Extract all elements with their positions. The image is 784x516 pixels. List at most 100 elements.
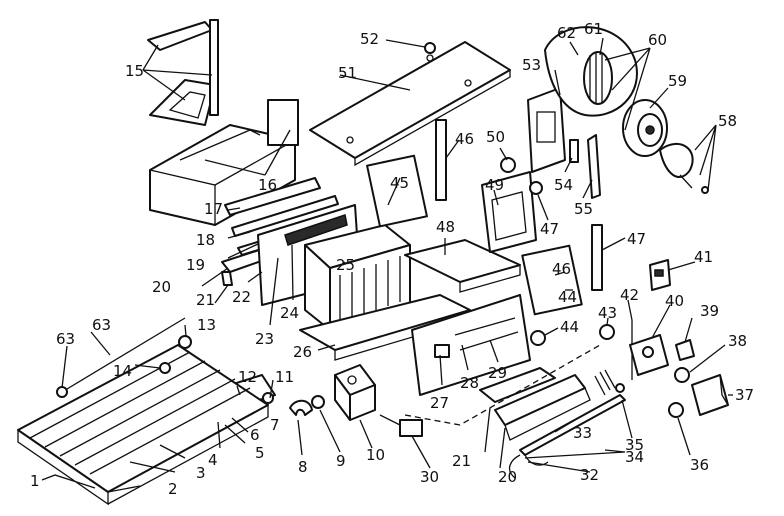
label-46-lower: 46	[552, 260, 571, 278]
part-55-56-bracket	[569, 134, 601, 199]
part-47-rail-lower	[591, 224, 603, 291]
part-51-nut	[500, 157, 516, 173]
label-34: 34	[625, 448, 644, 466]
label-13: 13	[197, 316, 216, 334]
label-23: 23	[255, 330, 274, 348]
label-11: 11	[275, 368, 294, 386]
part-53-screw	[424, 42, 436, 54]
label-4: 4	[208, 451, 218, 469]
label-19: 19	[186, 256, 205, 274]
label-49: 48	[436, 218, 455, 236]
part-50-access-panel	[481, 171, 537, 253]
part-54-61-blower	[527, 26, 638, 173]
label-29: 29	[488, 364, 507, 382]
label-39: 39	[700, 302, 719, 320]
part-44-nut	[530, 330, 546, 346]
part-30-connector	[379, 414, 423, 437]
label-53: 52	[360, 30, 379, 48]
part-57-motor-mount	[659, 143, 709, 194]
label-8: 8	[298, 458, 308, 476]
part-52-top-panel	[309, 41, 511, 167]
label-52: 51	[338, 64, 357, 82]
label-41: 41	[694, 248, 713, 266]
label-45: 44	[558, 288, 577, 306]
label-50: 49	[485, 176, 504, 194]
label-1: 1	[30, 472, 40, 490]
label-20-lower: 20	[498, 468, 517, 486]
label-2: 2	[168, 480, 178, 498]
label-63: 63	[56, 330, 75, 348]
part-9-fitting	[311, 395, 325, 409]
label-37: 37	[735, 386, 754, 404]
label-35: 35	[625, 436, 644, 454]
label-16: 16	[258, 176, 277, 194]
label-58: 59	[668, 72, 687, 90]
part-63-clip	[56, 386, 68, 398]
label-40: 40	[665, 292, 684, 310]
label-33: 33	[573, 424, 592, 442]
label-46-top: 45	[390, 174, 409, 192]
label-57: 58	[718, 112, 737, 130]
label-36: 36	[690, 456, 709, 474]
label-54: 53	[522, 56, 541, 74]
label-27: 27	[430, 394, 449, 412]
label-42: 42	[620, 286, 639, 304]
part-46-panel-lower	[521, 244, 583, 316]
part-14-orifice	[159, 362, 171, 374]
part-33-tube	[519, 394, 626, 456]
part-62-rod	[61, 317, 186, 393]
part-38-nut	[674, 367, 690, 383]
label-24: 24	[280, 304, 299, 322]
part-1-5-burner-assembly	[17, 344, 269, 506]
part-37-cover	[691, 374, 729, 416]
label-6: 6	[250, 426, 260, 444]
label-60: 61	[584, 20, 603, 38]
label-43: 43	[598, 304, 617, 322]
part-8-elbow	[289, 399, 313, 416]
part-46-panel-top	[366, 154, 428, 228]
label-47-top: 46	[455, 130, 474, 148]
label-3: 3	[196, 464, 206, 482]
label-22: 22	[232, 288, 251, 306]
label-51: 50	[486, 128, 505, 146]
label-61: 62	[557, 24, 576, 42]
label-62: 63	[92, 316, 111, 334]
label-32: 32	[580, 466, 599, 484]
label-30: 30	[420, 468, 439, 486]
wire-route-dashed	[404, 344, 601, 426]
label-47-lower: 47	[627, 230, 646, 248]
part-10-valve	[334, 364, 376, 421]
label-7: 7	[270, 416, 280, 434]
label-59: 60	[648, 31, 667, 49]
label-21-lower: 21	[452, 452, 471, 470]
part-13-screw	[178, 335, 192, 349]
part-47-rail-top	[435, 119, 447, 201]
label-48: 47	[540, 220, 559, 238]
label-26: 26	[293, 343, 312, 361]
label-20-left: 20	[152, 278, 171, 296]
label-38: 38	[728, 332, 747, 350]
label-44: 44	[560, 318, 579, 336]
label-28: 28	[460, 374, 479, 392]
label-25: 25	[336, 256, 355, 274]
label-10: 10	[366, 446, 385, 464]
label-56: 55	[574, 200, 593, 218]
part-39-fitting	[675, 339, 695, 361]
label-21-left: 21	[196, 291, 215, 309]
part-15-brackets	[147, 19, 219, 126]
label-5: 5	[255, 444, 265, 462]
part-58-motor	[622, 99, 668, 157]
label-17: 17	[204, 200, 223, 218]
leader-lines	[41, 37, 733, 493]
part-36-nut	[668, 402, 684, 418]
label-12: 12	[238, 368, 257, 386]
label-9: 9	[336, 452, 346, 470]
label-18: 18	[196, 231, 215, 249]
part-20-21-lower-channel	[479, 367, 591, 441]
part-43-nut	[599, 324, 615, 340]
label-14: 14	[113, 362, 132, 380]
callout-labels: 15 16 17 18 19 20 21 22 23 24 25 26 27 2…	[30, 20, 754, 498]
part-41-bracket	[649, 259, 671, 291]
